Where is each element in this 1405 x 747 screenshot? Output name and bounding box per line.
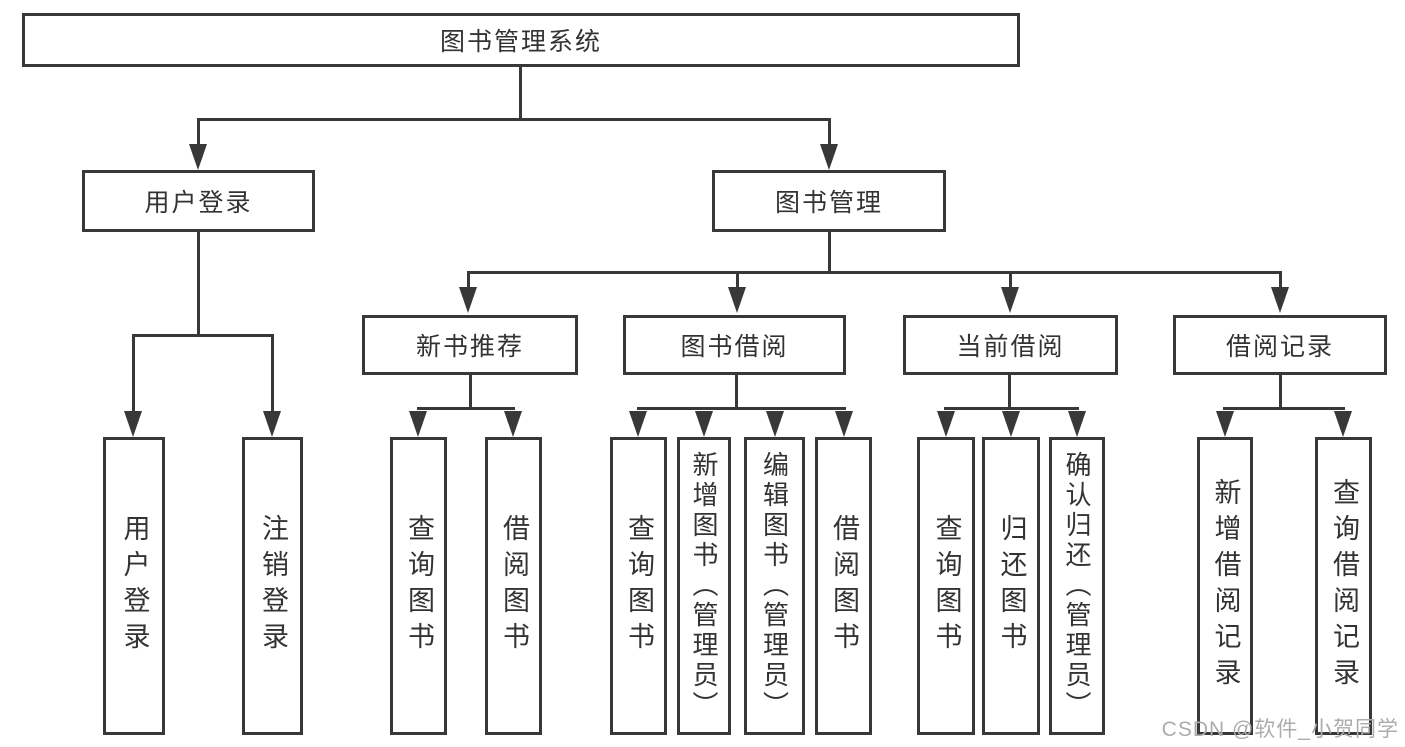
node-label: 用户登录 <box>144 189 253 217</box>
node-label: 新增图书（管理员） <box>689 451 719 721</box>
node-label: 查询图书 <box>624 514 654 658</box>
connector-drop <box>467 271 470 289</box>
node-label: 编辑图书（管理员） <box>759 451 790 721</box>
node-label: 新增借阅记录 <box>1210 478 1241 694</box>
connector-current-borrow-stem <box>1008 375 1011 410</box>
arrowhead <box>1068 411 1086 437</box>
node-label: 图书管理 <box>774 189 883 217</box>
arrowhead <box>937 411 955 437</box>
node-label: 归还图书 <box>996 514 1027 658</box>
node-user-login: 用户登录 <box>82 170 315 232</box>
arrowhead <box>728 287 746 313</box>
node-label: 借阅记录 <box>1225 333 1334 361</box>
node-book-borrow: 图书借阅 <box>623 315 846 375</box>
arrowhead <box>820 144 838 170</box>
node-leaf-edit-book-admin: 编辑图书（管理员） <box>744 437 805 735</box>
node-leaf-query-book-1: 查询图书 <box>390 437 447 735</box>
connector-new-book-rec-stem <box>469 375 472 410</box>
node-leaf-borrow-book-1: 借阅图书 <box>485 437 542 735</box>
connector-user-login-stem <box>197 232 200 337</box>
node-leaf-user-login: 用户登录 <box>103 437 165 735</box>
node-label: 新书推荐 <box>415 333 524 361</box>
node-leaf-return-book: 归还图书 <box>982 437 1040 735</box>
node-label: 图书借阅 <box>680 333 789 361</box>
connector-drop <box>271 334 274 414</box>
arrowhead <box>189 144 207 170</box>
node-label: 图书管理系统 <box>439 28 602 56</box>
arrowhead <box>504 411 522 437</box>
node-leaf-query-borrow-record: 查询借阅记录 <box>1315 437 1372 735</box>
connector-drop-user-login <box>197 118 200 148</box>
node-book-management: 图书管理 <box>712 170 946 232</box>
connector-drop <box>1279 271 1282 289</box>
arrowhead <box>1271 287 1289 313</box>
connector-root-stem <box>519 67 522 120</box>
connector-level3-bar <box>467 271 1282 274</box>
node-label: 查询借阅记录 <box>1329 478 1359 694</box>
node-leaf-query-book-3: 查询图书 <box>917 437 975 735</box>
arrowhead <box>124 411 142 437</box>
arrowhead <box>1001 287 1019 313</box>
arrowhead <box>629 411 647 437</box>
arrowhead <box>459 287 477 313</box>
connector-new-book-rec-bar <box>417 407 515 410</box>
arrowhead <box>1216 411 1234 437</box>
connector-drop-book-mgmt <box>828 118 831 148</box>
connector-borrow-record-bar <box>1223 407 1345 410</box>
connector-drop <box>132 334 135 414</box>
arrowhead <box>766 411 784 437</box>
node-label: 注销登录 <box>258 514 288 658</box>
node-leaf-confirm-return-admin: 确认归还（管理员） <box>1049 437 1105 735</box>
connector-user-login-bar <box>132 334 274 337</box>
node-label: 确认归还（管理员） <box>1062 451 1092 721</box>
arrowhead <box>1002 411 1020 437</box>
node-new-book-recommend: 新书推荐 <box>362 315 578 375</box>
arrowhead <box>695 411 713 437</box>
connector-current-borrow-bar <box>944 407 1079 410</box>
connector-drop <box>1009 271 1012 289</box>
arrowhead <box>1334 411 1352 437</box>
node-leaf-add-book-admin: 新增图书（管理员） <box>677 437 731 735</box>
connector-level2-bar <box>197 118 831 121</box>
arrowhead <box>835 411 853 437</box>
connector-book-borrow-bar <box>637 407 846 410</box>
node-borrow-record: 借阅记录 <box>1173 315 1387 375</box>
node-leaf-logout: 注销登录 <box>242 437 303 735</box>
node-label: 借阅图书 <box>499 514 529 658</box>
connector-borrow-record-stem <box>1279 375 1282 410</box>
node-label: 查询图书 <box>404 514 434 658</box>
arrowhead <box>263 411 281 437</box>
connector-drop <box>736 271 739 289</box>
node-library-system: 图书管理系统 <box>22 13 1020 67</box>
node-label: 用户登录 <box>119 514 150 658</box>
arrowhead <box>409 411 427 437</box>
node-leaf-borrow-book-2: 借阅图书 <box>815 437 872 735</box>
connector-book-mgmt-stem <box>828 232 831 274</box>
node-leaf-query-book-2: 查询图书 <box>610 437 667 735</box>
node-label: 查询图书 <box>931 514 962 658</box>
node-label: 借阅图书 <box>829 514 859 658</box>
node-current-borrow: 当前借阅 <box>903 315 1118 375</box>
connector-book-borrow-stem <box>735 375 738 410</box>
node-leaf-add-borrow-record: 新增借阅记录 <box>1197 437 1253 735</box>
node-label: 当前借阅 <box>956 333 1065 361</box>
csdn-watermark: CSDN @软件_小贺同学 <box>1161 718 1399 741</box>
